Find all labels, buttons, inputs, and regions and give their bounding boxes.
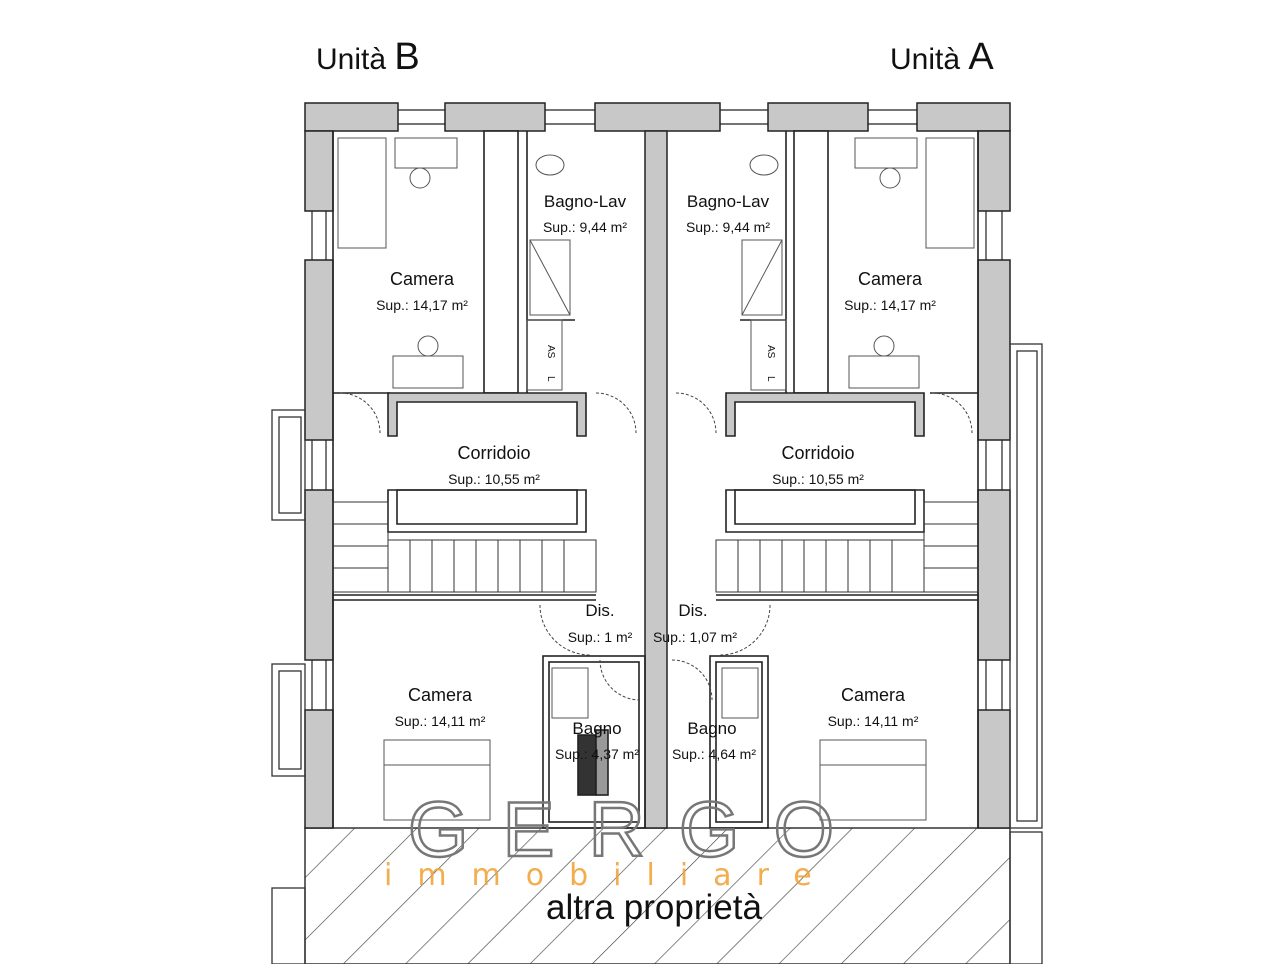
camera-b-top-area: Sup.: 14,17 m² bbox=[376, 297, 468, 313]
bagno-lav-b-name: Bagno-Lav bbox=[544, 192, 627, 211]
corridoio-b-area: Sup.: 10,55 m² bbox=[448, 471, 540, 487]
balconies bbox=[271, 343, 1043, 964]
camera-b-bottom-name: Camera bbox=[408, 685, 473, 705]
stairs bbox=[332, 501, 979, 593]
unit-b-letter: B bbox=[394, 36, 420, 78]
dis-a-area: Sup.: 1,07 m² bbox=[653, 629, 737, 645]
bagno-lav-a-name: Bagno-Lav bbox=[687, 192, 770, 211]
room-labels: Camera Sup.: 14,17 m² Bagno-Lav Sup.: 9,… bbox=[376, 192, 936, 762]
fixture-as-b: AS bbox=[545, 345, 556, 359]
bagno-a-area: Sup.: 4,64 m² bbox=[672, 746, 756, 762]
fixture-l-a: L bbox=[765, 376, 776, 382]
camera-a-bottom-name: Camera bbox=[841, 685, 906, 705]
bagno-lav-b-area: Sup.: 9,44 m² bbox=[543, 219, 627, 235]
corridoio-a-name: Corridoio bbox=[781, 443, 854, 463]
other-property-label: altra proprietà bbox=[546, 888, 762, 927]
camera-a-top-name: Camera bbox=[858, 269, 923, 289]
bagno-b-name: Bagno bbox=[572, 719, 621, 738]
logo-sub-text: immobiliare bbox=[384, 858, 837, 893]
bagno-lav-a-area: Sup.: 9,44 m² bbox=[686, 219, 770, 235]
interior-walls bbox=[332, 130, 979, 829]
corridoio-b-name: Corridoio bbox=[457, 443, 530, 463]
unit-b-prefix: Unità bbox=[316, 43, 387, 76]
outer-walls bbox=[304, 102, 1011, 829]
camera-b-top-name: Camera bbox=[390, 269, 455, 289]
camera-a-bottom-area: Sup.: 14,11 m² bbox=[828, 713, 919, 729]
dis-b-area: Sup.: 1 m² bbox=[568, 629, 633, 645]
doors bbox=[339, 392, 973, 701]
camera-a-top-area: Sup.: 14,17 m² bbox=[844, 297, 936, 313]
fixture-as-a: AS bbox=[765, 345, 776, 359]
dis-a-name: Dis. bbox=[678, 601, 707, 620]
unit-a-letter: A bbox=[968, 36, 994, 78]
dis-b-name: Dis. bbox=[585, 601, 614, 620]
unit-a-title: Unità A bbox=[890, 36, 994, 79]
fixture-l-b: L bbox=[545, 376, 556, 382]
corridoio-a-area: Sup.: 10,55 m² bbox=[772, 471, 864, 487]
windows bbox=[311, 109, 1003, 710]
gergo-logo: GERGO bbox=[407, 792, 868, 864]
bagno-a-name: Bagno bbox=[687, 719, 736, 738]
bagno-b-area: Sup.: 4,37 m² bbox=[555, 746, 639, 762]
unit-b-title: Unità B bbox=[316, 36, 420, 79]
other-property-hatch bbox=[304, 827, 1011, 964]
camera-b-bottom-area: Sup.: 14,11 m² bbox=[395, 713, 486, 729]
unit-a-prefix: Unità bbox=[890, 43, 961, 76]
logo-main-text: GERGO bbox=[408, 792, 868, 864]
furniture bbox=[337, 137, 975, 821]
